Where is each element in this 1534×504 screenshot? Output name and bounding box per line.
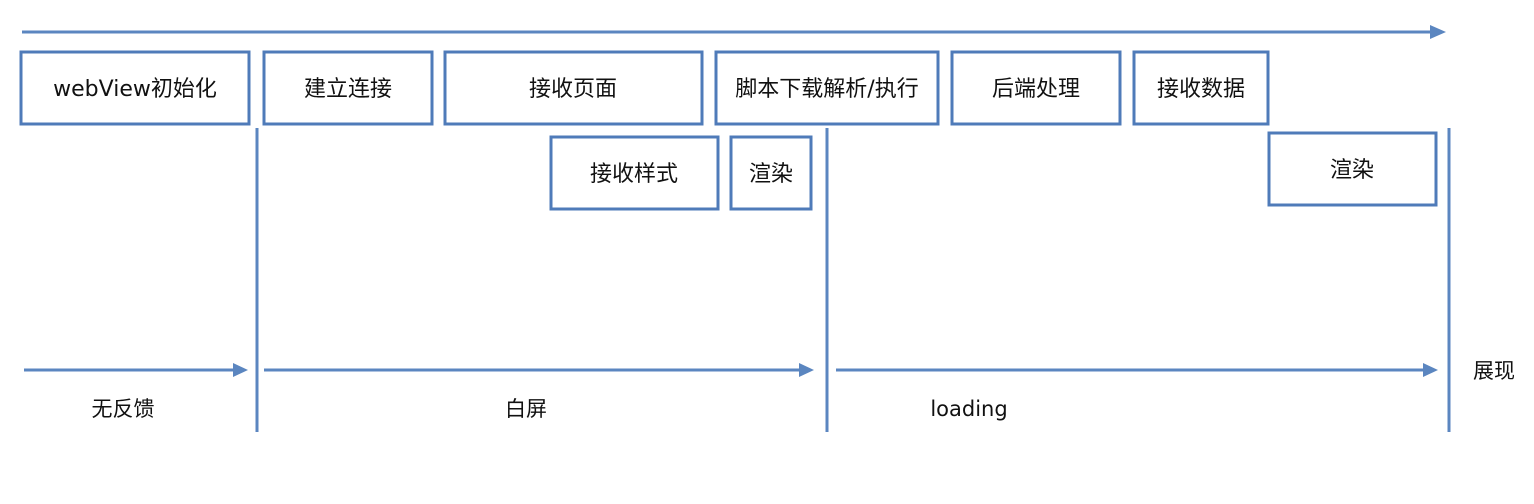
- step-render-1-label: 渲染: [749, 162, 793, 187]
- step-backend: 后端处理: [950, 50, 1122, 126]
- phase-label-white-screen: 白屏: [505, 397, 547, 421]
- step-backend-label: 后端处理: [992, 77, 1080, 102]
- step-receive-page-label: 接收页面: [529, 77, 617, 102]
- phase-arrow-white-screen: [264, 363, 814, 377]
- phase-arrow-no-feedback: [24, 363, 248, 377]
- overall-timeline-arrow: [22, 25, 1446, 39]
- step-connect-label: 建立连接: [304, 77, 392, 102]
- step-receive-style: 接收样式: [549, 135, 720, 211]
- phase-label-display: 展现: [1473, 359, 1515, 383]
- step-render-2-label: 渲染: [1330, 158, 1374, 183]
- step-render-2: 渲染: [1267, 131, 1438, 207]
- phase-arrow-loading: [836, 363, 1438, 377]
- step-receive-data-label: 接收数据: [1157, 77, 1245, 102]
- step-webview-init-label: webView初始化: [53, 77, 217, 102]
- step-receive-page: 接收页面: [443, 50, 704, 126]
- phase-label-no-feedback: 无反馈: [92, 397, 155, 421]
- step-connect: 建立连接: [262, 50, 434, 126]
- step-script: 脚本下载解析/执行: [714, 50, 940, 126]
- phase-label-loading: loading: [930, 397, 1007, 421]
- step-receive-style-label: 接收样式: [590, 162, 678, 187]
- step-webview-init: webView初始化: [19, 50, 251, 126]
- step-receive-data: 接收数据: [1132, 50, 1270, 126]
- step-script-label: 脚本下载解析/执行: [735, 77, 918, 102]
- step-render-1: 渲染: [729, 135, 813, 211]
